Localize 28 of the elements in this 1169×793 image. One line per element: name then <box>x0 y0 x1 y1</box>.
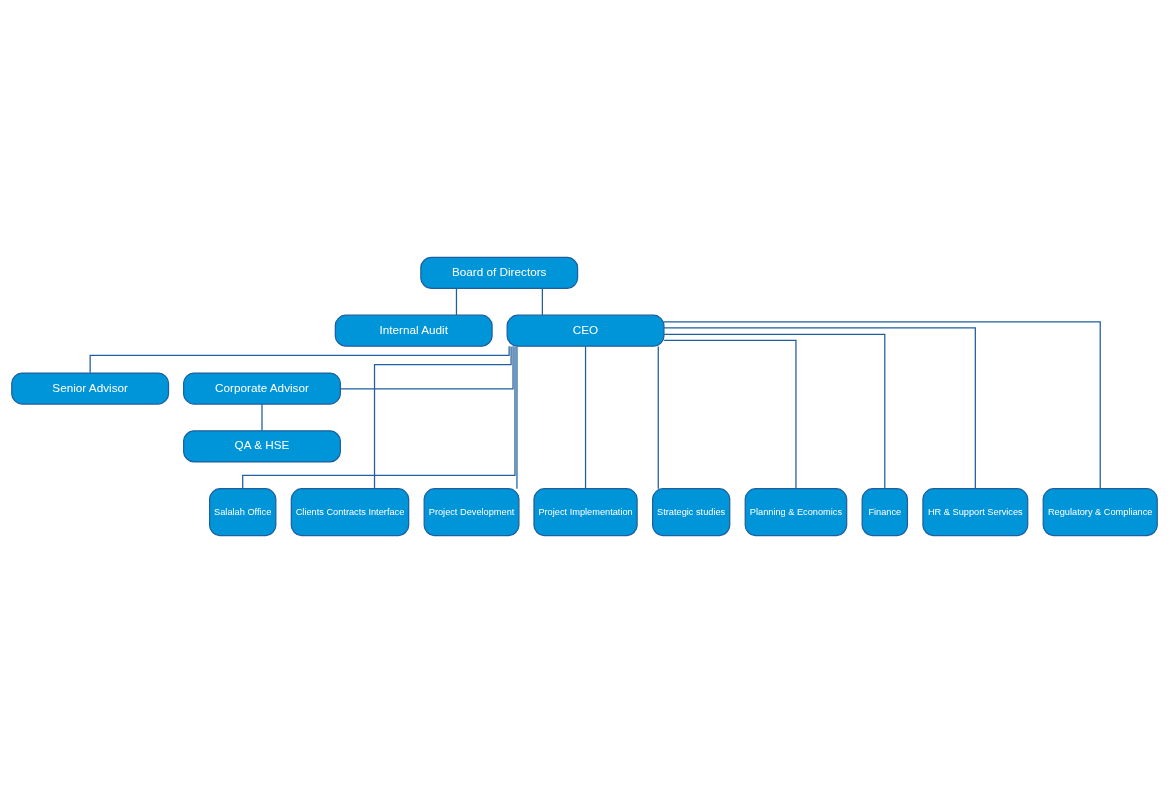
connector <box>663 327 976 490</box>
node-box: Clients Contracts Interface <box>290 488 410 537</box>
connector <box>373 345 512 490</box>
connector <box>584 345 587 490</box>
connector <box>541 288 543 316</box>
node-box: Board of Directors <box>420 256 579 289</box>
connector <box>261 403 263 432</box>
node-box: Senior Advisor <box>11 372 170 405</box>
node-box: Project Development <box>423 488 520 537</box>
node-box: Salalah Office <box>208 488 277 537</box>
node-box: QA & HSE <box>183 430 341 463</box>
connector <box>339 345 514 390</box>
node-box: HR & Support Services <box>922 488 1029 537</box>
node-box: Project Implementation <box>533 488 638 537</box>
node-box: Finance <box>861 488 909 537</box>
connector <box>663 321 1101 490</box>
node-box: Corporate Advisor <box>183 372 341 405</box>
node-box: Planning & Economics <box>744 488 848 537</box>
node-box: Internal Audit <box>334 314 493 347</box>
node-box: Regulatory & Compliance <box>1042 488 1158 537</box>
connector <box>516 345 518 490</box>
node-box: CEO <box>506 314 665 347</box>
node-box: Strategic studies <box>652 488 731 537</box>
connector <box>455 288 458 316</box>
connector <box>657 345 659 490</box>
connector <box>89 345 510 374</box>
connector <box>663 339 797 490</box>
connector <box>663 333 886 490</box>
